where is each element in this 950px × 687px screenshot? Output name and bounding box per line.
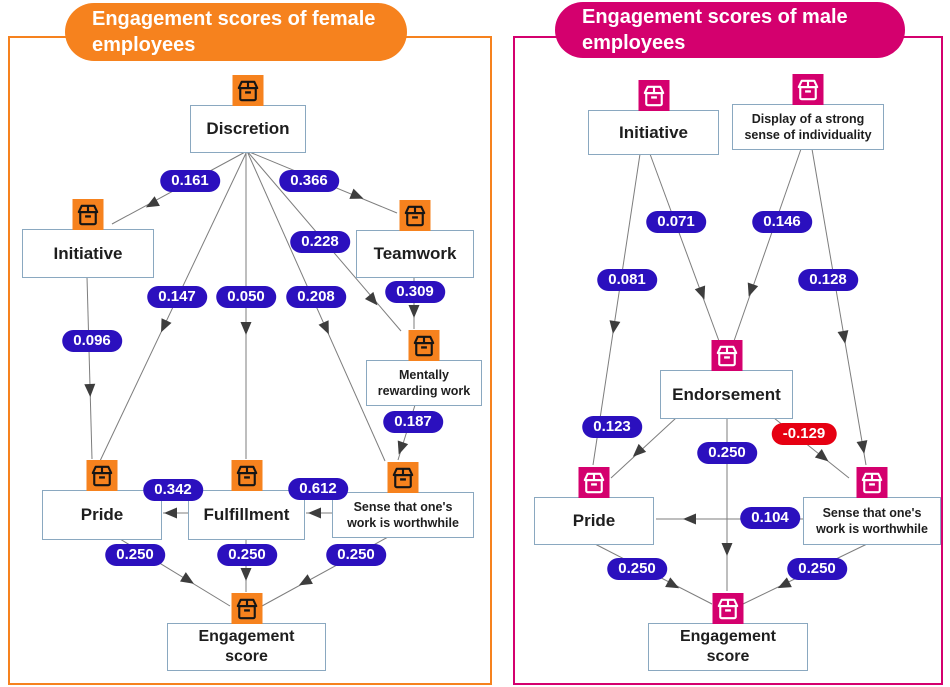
box-icon — [72, 199, 104, 230]
node-label: Sense that one's work is worthwhile — [816, 505, 928, 536]
coef-pill: 0.342 — [143, 479, 203, 501]
node-sense-worthwhile-f: Sense that one's work is worthwhile — [332, 462, 474, 538]
box-icon — [399, 200, 431, 231]
coef-pill: 0.187 — [383, 411, 443, 433]
female-title: Engagement scores of female employees — [65, 3, 407, 61]
node-label: Teamwork — [373, 244, 457, 264]
edge-display-endorsement — [733, 148, 802, 342]
box-icon — [86, 460, 118, 491]
node-teamwork: Teamwork — [356, 200, 474, 278]
coef-pill: 0.096 — [62, 330, 122, 352]
box-icon — [792, 74, 824, 105]
edge-endorsement-pride — [610, 417, 677, 479]
node-label: Initiative — [53, 243, 123, 263]
node-label: Sense that one's work is worthwhile — [347, 499, 459, 530]
node-label: Pride — [572, 511, 616, 531]
node-engagement-score-m: Engagement score — [648, 593, 808, 671]
box-icon — [712, 593, 744, 624]
coef-pill: 0.250 — [787, 558, 847, 580]
coef-pill: 0.309 — [385, 281, 445, 303]
box-icon — [711, 340, 742, 371]
edge-fulfillment-pride — [163, 507, 188, 519]
coef-pill: 0.146 — [752, 211, 812, 233]
edge-sense-fulfillment — [306, 507, 332, 519]
edge-display-sense — [811, 148, 868, 466]
node-initiative-m: Initiative — [588, 80, 719, 155]
edge-initiative-pride-m — [592, 153, 641, 466]
coef-pill-negative: -0.129 — [771, 423, 837, 445]
box-icon — [231, 593, 262, 624]
node-engagement-score-f: Engagement score — [167, 593, 326, 671]
coef-pill: 0.612 — [288, 478, 348, 500]
male-title: Engagement scores of male employees — [555, 2, 905, 58]
node-mentally-rewarding-work: Mentally rewarding work — [366, 330, 482, 406]
coef-pill: 0.228 — [290, 231, 350, 253]
edge-initiative-endorsement — [649, 153, 720, 342]
node-initiative-f: Initiative — [22, 199, 154, 278]
coef-pill: 0.250 — [105, 544, 165, 566]
node-label: Engagement score — [198, 628, 295, 665]
box-icon — [578, 467, 610, 498]
box-icon — [231, 460, 262, 491]
box-icon — [856, 467, 888, 498]
node-label: Pride — [80, 505, 124, 525]
coef-pill: 0.071 — [646, 211, 706, 233]
node-display-individuality: Display of a strong sense of individuali… — [732, 74, 884, 150]
coef-pill: 0.050 — [216, 286, 276, 308]
coef-pill: 0.250 — [607, 558, 667, 580]
node-endorsement: Endorsement — [660, 340, 793, 419]
coef-pill: 0.366 — [279, 170, 339, 192]
box-icon — [232, 75, 264, 106]
node-pride-f: Pride — [42, 460, 162, 540]
node-fulfillment: Fulfillment — [188, 460, 305, 540]
node-discretion: Discretion — [190, 75, 306, 153]
coef-pill: 0.250 — [697, 442, 757, 464]
coef-pill: 0.250 — [217, 544, 277, 566]
node-pride-m: Pride — [534, 467, 654, 545]
node-label: Engagement score — [679, 628, 776, 665]
box-icon — [408, 330, 440, 361]
coef-pill: 0.104 — [740, 507, 800, 529]
box-icon — [387, 462, 419, 493]
coef-pill: 0.128 — [798, 269, 858, 291]
node-label: Discretion — [206, 119, 290, 139]
coef-pill: 0.250 — [326, 544, 386, 566]
node-label: Endorsement — [672, 384, 781, 404]
coef-pill: 0.208 — [286, 286, 346, 308]
box-icon — [638, 80, 669, 111]
coef-pill: 0.081 — [597, 269, 657, 291]
coef-pill: 0.161 — [160, 170, 220, 192]
node-sense-worthwhile-m: Sense that one's work is worthwhile — [803, 467, 941, 545]
node-label: Mentally rewarding work — [377, 367, 471, 398]
node-label: Fulfillment — [203, 505, 290, 525]
edge-initiative-pride — [84, 276, 96, 460]
node-label: Display of a strong sense of individuali… — [744, 111, 872, 142]
coef-pill: 0.147 — [147, 286, 207, 308]
coef-pill: 0.123 — [582, 416, 642, 438]
node-label: Initiative — [619, 122, 688, 142]
